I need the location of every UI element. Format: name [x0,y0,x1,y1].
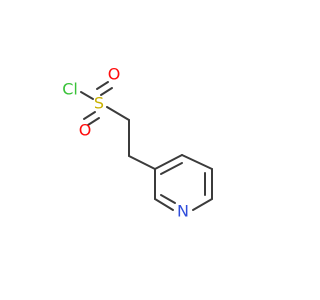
molecule-structure-diagram: Cl S O O N [62,65,213,221]
ring-bond-n1-c2 [154,198,174,211]
bond-s-o-top-b [100,87,113,96]
atom-label-layer: Cl S O O N [62,65,189,221]
bond-s-o-top-a [96,81,109,90]
bond-s-ch2 [106,106,130,121]
atom-oxygen-top-label: O [108,65,121,84]
bond-s-o-bottom-b [87,117,100,126]
ring-bond-c4-c5 [181,154,213,170]
bond-s-o-bottom-a [83,111,96,120]
ring-double-n1-c2-inner [160,194,176,204]
bond-s-cl [80,91,94,100]
ring-double-c3-c4-inner [160,162,183,175]
atom-sulfur-label: S [94,94,104,113]
bond-layer [80,81,213,211]
ring-bond-c6-n1 [192,198,213,211]
atom-nitrogen-label: N [177,202,189,221]
ring-bond-c3-c4 [154,154,183,170]
atom-chlorine-label: Cl [62,80,78,99]
atom-oxygen-bottom-label: O [79,121,92,140]
bond-ch2-ring [128,155,156,170]
